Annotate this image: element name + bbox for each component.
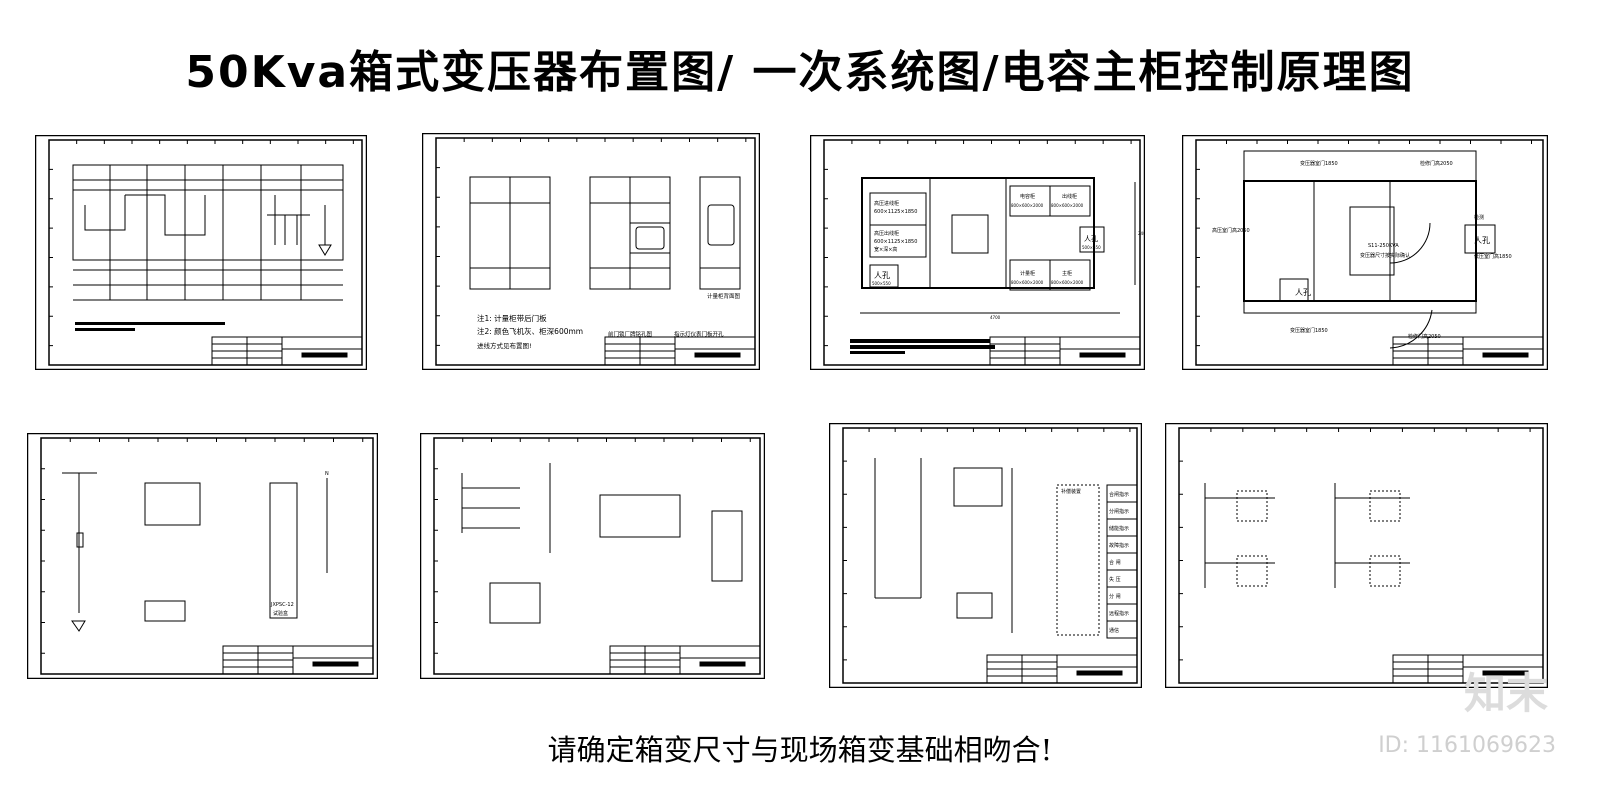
top-door-2: 检修门高2050 (1420, 160, 1453, 167)
dim-width: 4700 (990, 315, 1001, 320)
sheet-border (810, 135, 1145, 370)
indicator-label: 分 闸 (1109, 593, 1121, 600)
drawing-frame: 注1: 计量柜带后门板 注2: 颜色飞机灰、柜深600mm 进线方式见布置图! … (422, 133, 760, 370)
drawing-frame (1165, 423, 1548, 688)
note-1: 注1: 计量柜带后门板 (477, 313, 547, 323)
sheet-foundation-plan[interactable]: 变压器室门1850 检修门高2050 高压室门高2050 S11-250KVA … (1182, 135, 1548, 370)
note-3: 进线方式见布置图! (477, 341, 532, 350)
sheet-border (35, 135, 367, 370)
transformer-note: 变压器尺寸按实际确认 (1360, 252, 1410, 259)
hv-out-note: 宽×深×高 (874, 246, 897, 253)
top-door-1: 变压器室门1850 (1300, 160, 1338, 167)
manhole-size: 500×550 (872, 281, 891, 286)
caption: 请确定箱变尺寸与现场箱变基础相吻合! (547, 733, 1053, 767)
hv-out-label: 高压出线柜 (874, 230, 899, 237)
bottom-door-1: 变压器室门1850 (1290, 327, 1328, 334)
manhole-size-2: 500×550 (1082, 245, 1101, 250)
terminal-label: JXPSC-12 (270, 602, 294, 608)
manhole-label-2: 人孔 (1084, 235, 1098, 243)
label-meter-back: 计量柜背面图 (707, 292, 741, 300)
indicator-label: 储能指示 (1109, 525, 1129, 532)
indicator-label: 分闸指示 (1109, 508, 1129, 515)
indicator-label: 远程指示 (1109, 610, 1129, 617)
hv-in-label: 高压进线柜 (874, 200, 899, 207)
drawing-frame: JXPSC-12 试验盒 N (27, 433, 378, 679)
transformer-model: S11-250KVA (1368, 243, 1399, 249)
compensator-label: 补偿装置 (1061, 488, 1081, 495)
indicator-label: 失 压 (1109, 576, 1121, 583)
indicator-label: 合 闸 (1109, 559, 1121, 566)
watermark-logo: 知末 (1463, 669, 1548, 718)
neutral-label: N (325, 471, 329, 477)
small-label: 检测 (1474, 214, 1484, 221)
sheet-border (829, 423, 1142, 688)
cap-size: 800×600×2000 (1011, 203, 1044, 208)
sheet-primary-system[interactable] (35, 135, 367, 370)
sheet-secondary-wiring[interactable]: JXPSC-12 试验盒 N (27, 433, 378, 679)
image-id: ID: 1161069623 (1378, 733, 1556, 758)
sheet-border (422, 133, 760, 370)
sheet-border (27, 433, 378, 679)
sheet-control-schematic[interactable] (1165, 423, 1548, 688)
cap-label: 电容柜 (1020, 193, 1035, 200)
main-label: 主柜 (1062, 270, 1072, 277)
bottom-door-2: 检修门高2050 (1408, 333, 1441, 340)
label-indicator: 指示灯仪表门板开孔 (674, 330, 724, 338)
indicator-label: 通信 (1109, 627, 1119, 634)
indicator-label: 故障指示 (1109, 542, 1129, 549)
left-door: 高压室门高2050 (1212, 227, 1250, 234)
sheet-border (1165, 423, 1548, 688)
main-size: 800×600×2000 (1051, 280, 1084, 285)
indicator-label: 合闸指示 (1109, 491, 1129, 498)
manhole-right: 人孔 (1474, 236, 1490, 245)
label-front-door: 前门锁厂牌铭孔图 (608, 330, 653, 338)
meter-size: 800×600×2000 (1011, 280, 1044, 285)
meter-label: 计量柜 (1020, 270, 1035, 277)
indicator-cell (1106, 620, 1138, 639)
hv-in-size: 600×1125×1850 (874, 209, 917, 215)
note-2: 注2: 颜色飞机灰、柜深600mm (477, 326, 583, 336)
right-door: 低压室门高1850 (1474, 253, 1512, 260)
out-size: 800×600×2000 (1051, 203, 1084, 208)
drawing-frame (35, 135, 367, 370)
terminal-note: 试验盒 (273, 610, 288, 617)
sheet-layout-plan[interactable]: 高压进线柜 600×1125×1850 高压出线柜 600×1125×1850 … (810, 135, 1145, 370)
manhole-label: 人孔 (874, 271, 890, 280)
sheet-border (420, 433, 765, 679)
drawing-frame (420, 433, 765, 679)
out-label: 出线柜 (1062, 193, 1077, 200)
page-title: 50Kva箱式变压器布置图/ 一次系统图/电容主柜控制原理图 (185, 47, 1415, 98)
hv-out-size: 600×1125×1850 (874, 239, 917, 245)
manhole-left: 人孔 (1295, 288, 1311, 297)
sheet-capacitor-control[interactable]: 合闸指示分闸指示储能指示故障指示合 闸失 压分 闸远程指示通信 补偿装置 (829, 423, 1142, 688)
sheet-border (1182, 135, 1548, 370)
drawing-frame: 变压器室门1850 检修门高2050 高压室门高2050 S11-250KVA … (1182, 135, 1548, 370)
sheet-control-circuit[interactable] (420, 433, 765, 679)
sheet-cabinet-elevation[interactable]: 注1: 计量柜带后门板 注2: 颜色飞机灰、柜深600mm 进线方式见布置图! … (422, 133, 760, 370)
drawing-frame: 高压进线柜 600×1125×1850 高压出线柜 600×1125×1850 … (810, 135, 1145, 370)
dim-height: 2400 (1138, 231, 1145, 236)
